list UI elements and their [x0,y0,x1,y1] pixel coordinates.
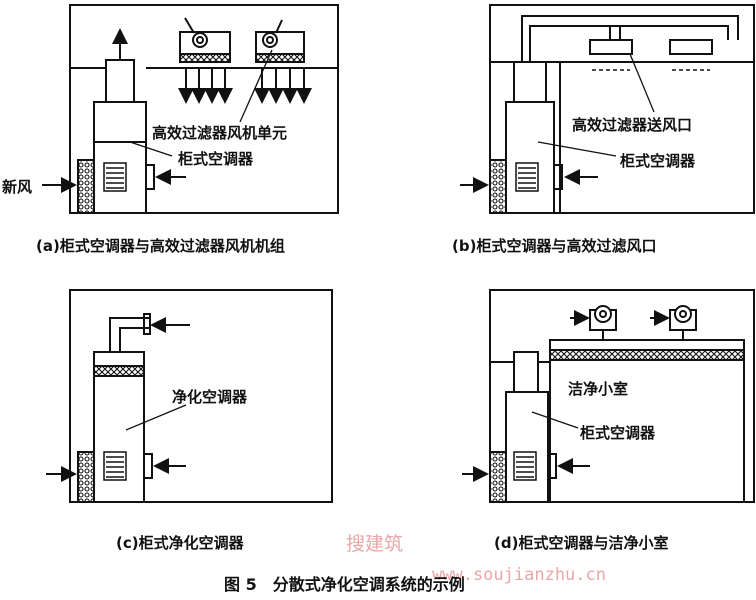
caption-b: (b)柜式空调器与高效过滤风口 [452,237,656,255]
cabinet-top-section [513,61,547,103]
leader-purifier [125,404,187,431]
ffu-unit-right [254,19,312,104]
fan-unit-left [570,305,617,331]
label-cabinet-b: 柜式空调器 [619,152,696,170]
fresh-air-filter [489,451,507,503]
panel-c [46,289,333,503]
label-fresh-air: 新风 [2,178,32,196]
exhaust-duct [105,59,135,103]
label-outlet: 高效过滤器送风口 [572,116,692,134]
watermark-cn: 搜建筑 [346,533,403,555]
caption-a: (a)柜式空调器与高效过滤器风机机组 [36,237,285,255]
return-port [143,453,153,479]
leader-cabinet [129,141,173,157]
supply-duct [513,351,539,393]
coil-grille [513,451,537,481]
figure-title: 图 5 分散式净化空调系统的示例 [224,575,465,594]
return-port [547,453,557,479]
coil-grille [103,162,127,192]
clean-room-outline [549,339,745,503]
caption-d: (d)柜式空调器与洁净小室 [494,534,668,552]
coil-grille [515,162,539,192]
label-fan-unit: 高效过滤器风机单元 [152,124,287,142]
coil-grille [103,451,127,481]
fresh-air-filter [77,451,95,503]
room-outline [69,4,339,214]
leader-outlet [629,53,655,113]
label-purifier: 净化空调器 [172,388,248,406]
room-outline [69,289,333,503]
fan-unit-right [650,305,697,331]
supply-duct [521,15,739,62]
caption-c: (c)柜式净化空调器 [116,534,245,552]
fresh-air-filter [489,159,507,214]
fresh-air-filter [77,159,95,214]
supply-duct [109,317,150,352]
hepa-outlet-right [669,39,713,55]
watermark-url: www.soujianzhu.cn [432,565,606,585]
panel-a [42,4,339,214]
panel-d [462,289,755,503]
cabinet-unit [505,391,549,503]
panel-b [460,4,755,214]
hepa-filter-section [93,365,145,377]
leader-cabinet [537,141,617,157]
cabinet-unit [93,101,147,214]
label-cabinet-d: 柜式空调器 [579,424,656,442]
leader-fan-unit [239,49,273,123]
hepa-outlet-left [589,39,633,55]
label-clean-room: 洁净小室 [568,380,628,398]
leader-cabinet [531,411,579,429]
room-outline [489,4,755,214]
cabinet-unit [505,101,555,214]
supply-port [553,164,563,190]
label-cabinet-a: 柜式空调器 [177,150,254,168]
supply-port [145,164,155,190]
ceiling-hepa-filter [549,349,745,361]
ffu-unit-left [178,17,233,104]
